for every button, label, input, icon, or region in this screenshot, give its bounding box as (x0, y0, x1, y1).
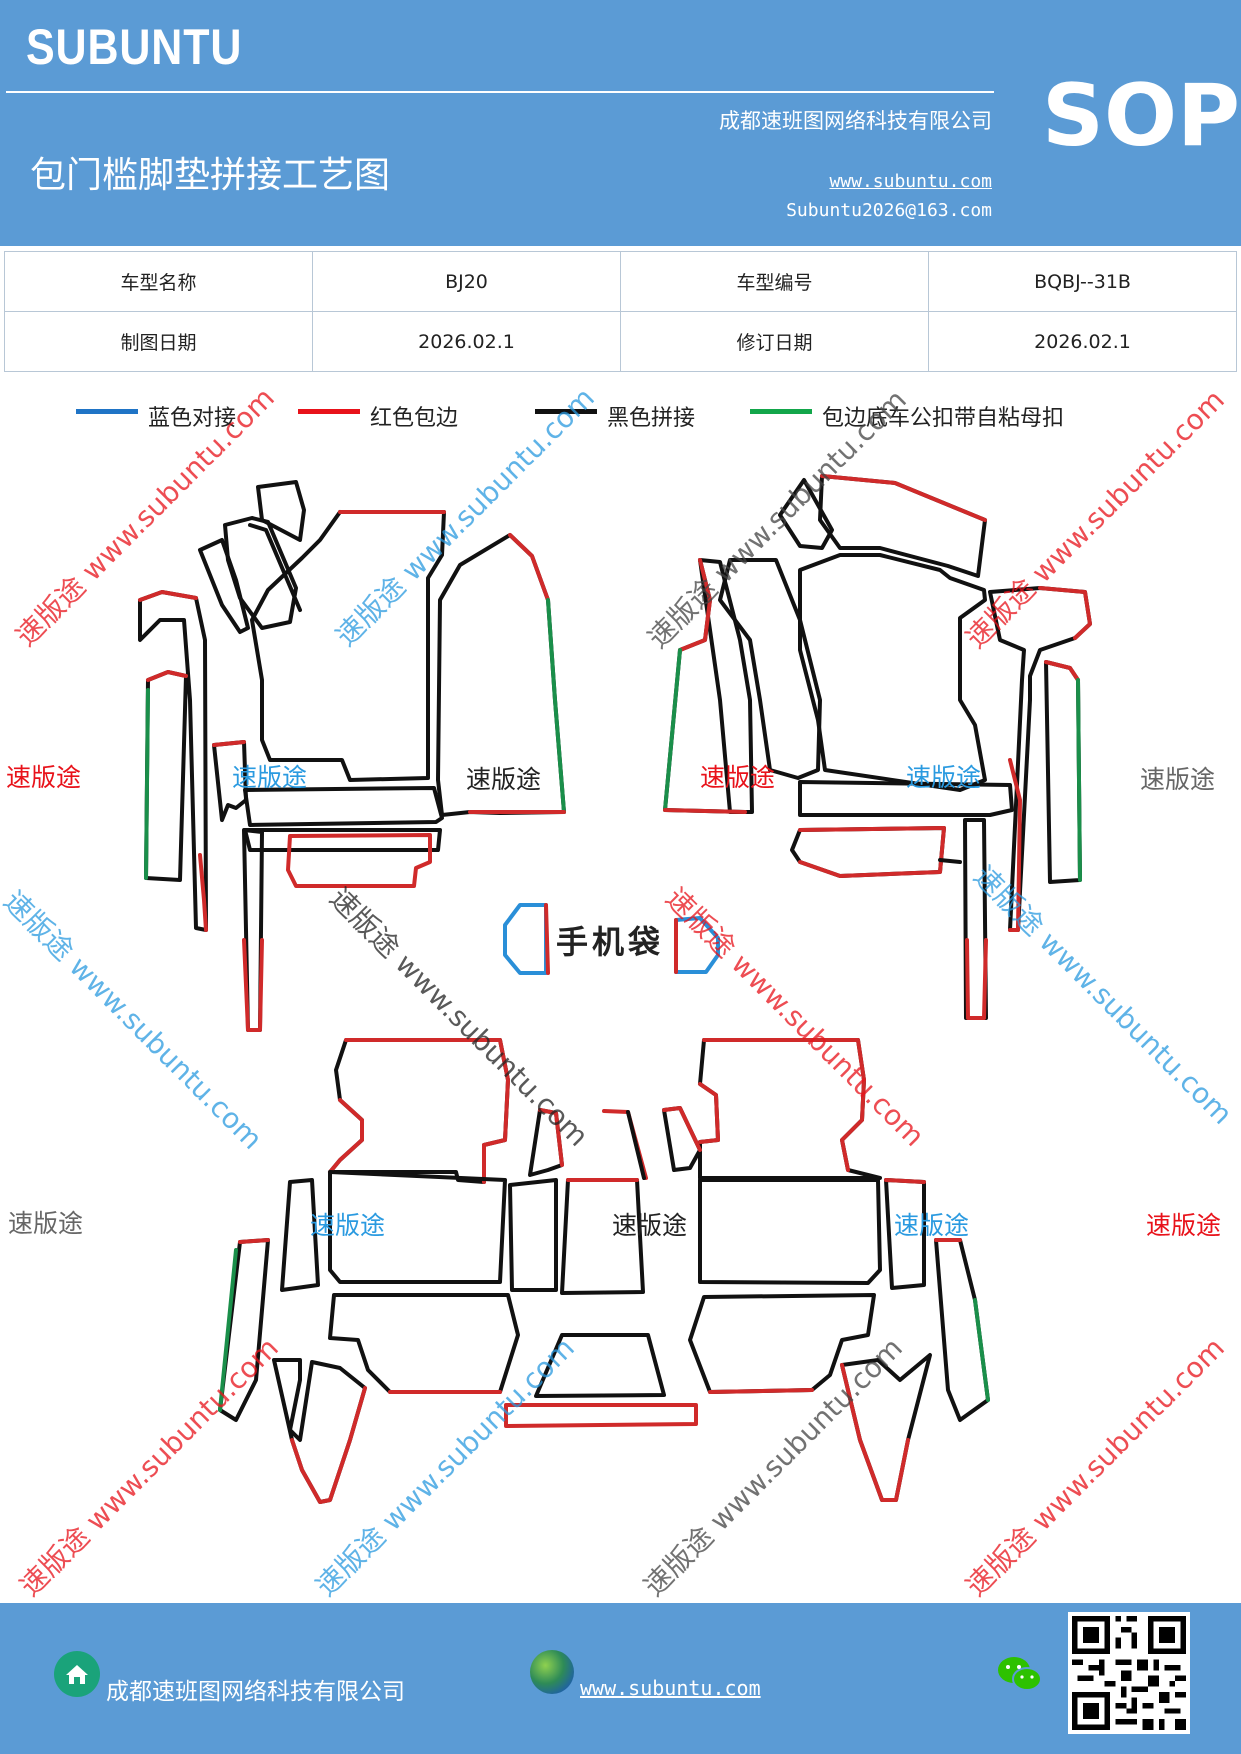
website-link[interactable]: www.subuntu.com (829, 171, 992, 192)
model-name-value: BJ20 (312, 251, 621, 312)
watermark-brand: 速版途 (1146, 1211, 1222, 1240)
phone-pocket-group (503, 903, 720, 975)
legend-swatch (76, 409, 138, 414)
globe-icon (530, 1650, 574, 1694)
legend-label: 黑色拼接 (607, 406, 696, 431)
revise-date-label: 修订日期 (620, 311, 929, 372)
watermark-brand: 速版途 (466, 765, 542, 794)
model-name-label: 车型名称 (4, 251, 313, 312)
model-code-value: BQBJ--31B (928, 251, 1237, 312)
mat-group-front-right (663, 474, 1092, 1020)
header-divider (6, 91, 994, 93)
mat-group-rear-right (662, 1038, 990, 1502)
wechat-icon (996, 1654, 1044, 1694)
vehicle-info-table: 车型名称 BJ20 车型编号 BQBJ--31B 制图日期 2026.02.1 … (4, 251, 1237, 372)
footer-website-link[interactable]: www.subuntu.com (580, 1676, 761, 1700)
mat-group-front-left (138, 480, 566, 1032)
phone-pocket-label: 手机袋 (556, 923, 665, 961)
company-name: 成都速班图网络科技有限公司 (719, 109, 992, 133)
legend-swatch (298, 409, 360, 414)
revise-date-value: 2026.02.1 (928, 311, 1237, 372)
qr-code (1068, 1612, 1190, 1734)
draw-date-value: 2026.02.1 (312, 311, 621, 372)
table-row: 制图日期 2026.02.1 修订日期 2026.02.1 (4, 311, 1237, 372)
model-code-label: 车型编号 (620, 251, 929, 312)
watermark-brand: 速版途 (6, 763, 82, 792)
draw-date-label: 制图日期 (4, 311, 313, 372)
sop-label: SOP (1042, 66, 1241, 166)
brand-logo: SUBUNTU (26, 19, 243, 75)
watermark-brand: 速版途 (700, 763, 776, 792)
watermark-brand: 速版途 (310, 1211, 386, 1240)
legend-swatch (750, 409, 812, 414)
floor-mat-diagram (138, 474, 1092, 1504)
legend-swatch (535, 409, 597, 414)
watermark-brand: 速版途 (232, 763, 308, 792)
watermark-brand: 速版途 (906, 763, 982, 792)
legend-label: 红色包边 (370, 406, 459, 431)
mat-group-rear-left (218, 1038, 698, 1504)
watermark-brand: 速版途 (8, 1209, 84, 1238)
watermark-brand: 速版途 (612, 1211, 688, 1240)
legend-label: 包边底车公扣带自粘母扣 (822, 406, 1065, 431)
table-row: 车型名称 BJ20 车型编号 BQBJ--31B (4, 251, 1237, 312)
page-title: 包门槛脚垫拼接工艺图 (30, 155, 391, 196)
watermark-brand: 速版途 (1140, 765, 1216, 794)
email-address: Subuntu2026@163.com (786, 200, 992, 221)
home-icon (54, 1651, 100, 1697)
watermark-brand: 速版途 (894, 1211, 970, 1240)
footer-company-name: 成都速班图网络科技有限公司 (106, 1679, 405, 1705)
legend-label: 蓝色对接 (148, 406, 237, 431)
header-banner: SUBUNTU SOP 成都速班图网络科技有限公司 包门槛脚垫拼接工艺图 www… (0, 0, 1241, 246)
